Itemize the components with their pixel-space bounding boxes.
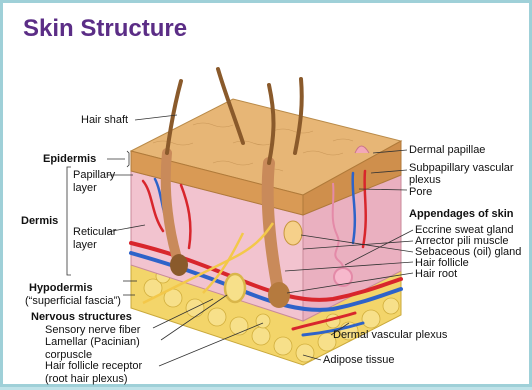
label-nervous-structures: Nervous structures [31,311,132,323]
label-lamellar-1: Lamellar (Pacinian) [45,336,140,348]
label-dermis: Dermis [21,215,58,227]
label-reticular-layer-2: layer [73,239,97,251]
label-reticular-layer-1: Reticular [73,226,116,238]
label-superficial-fascia: (“superficial fascia”) [25,295,121,307]
label-papillary-layer-1: Papillary [73,169,115,181]
label-hair-follicle-receptor-1: Hair follicle receptor [45,360,142,372]
label-appendages: Appendages of skin [409,208,514,220]
label-dermal-papillae: Dermal papillae [409,144,485,156]
label-hair-follicle-receptor-2: (root hair plexus) [45,373,128,385]
label-sensory-nerve-fiber: Sensory nerve fiber [45,324,140,336]
label-hair-shaft: Hair shaft [81,114,128,126]
label-pore: Pore [409,186,432,198]
label-dermal-vascular-plexus: Dermal vascular plexus [333,329,447,341]
label-hypodermis: Hypodermis [29,282,93,294]
sebaceous-gland-shape [284,221,302,245]
label-papillary-layer-2: layer [73,182,97,194]
label-epidermis: Epidermis [43,153,96,165]
label-adipose-tissue: Adipose tissue [323,354,395,366]
label-subpapillary-1: Subpapillary vascular [409,162,514,174]
label-subpapillary-2: plexus [409,174,441,186]
label-hair-root: Hair root [415,268,457,280]
